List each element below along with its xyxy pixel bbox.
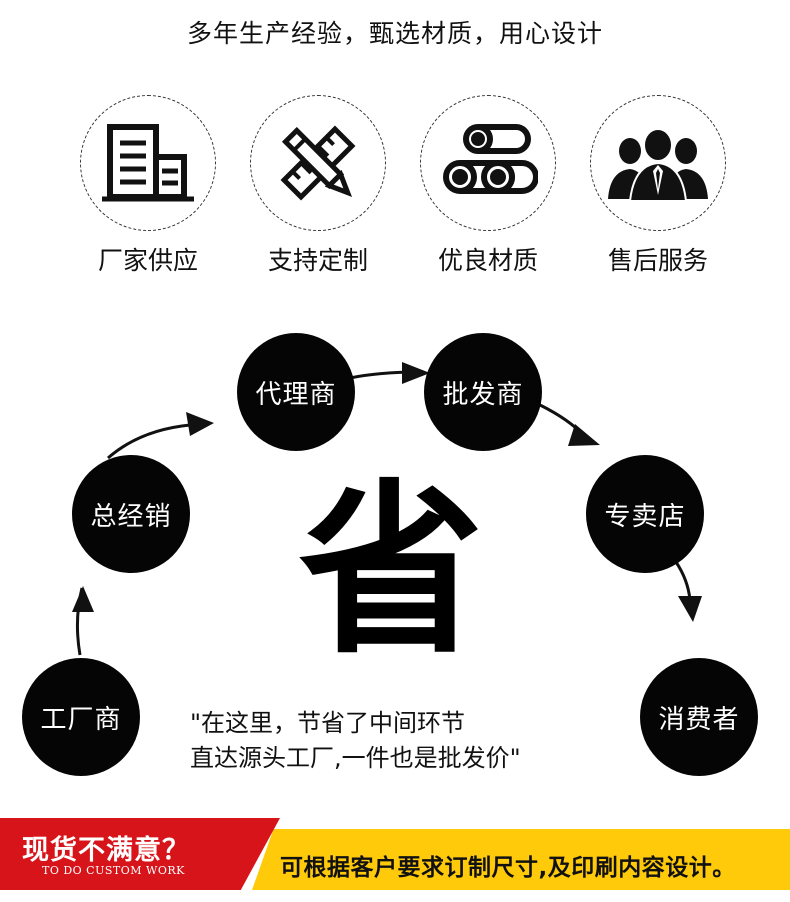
feature-factory-supply: 厂家供应 bbox=[70, 95, 230, 295]
banner-yellow-strip bbox=[252, 829, 790, 890]
quote-text: "在这里，节省了中间环节 直达源头工厂,一件也是批发价" bbox=[190, 706, 521, 776]
feature-customization: 支持定制 bbox=[240, 95, 400, 295]
feature-ring bbox=[250, 95, 386, 231]
pipe-rolls-icon bbox=[443, 124, 538, 194]
flow-node-distributor: 总经销 bbox=[72, 455, 190, 573]
feature-ring bbox=[590, 95, 726, 231]
banner-sub-text: TO DO CUSTOM WORK bbox=[42, 864, 185, 877]
custom-work-banner: 现货不满意？ TO DO CUSTOM WORK 可根据客户要求订制尺寸,及印刷… bbox=[0, 818, 790, 890]
arrow-head-2 bbox=[186, 412, 214, 436]
ruler-pencil-icon bbox=[280, 125, 356, 201]
feature-ring bbox=[420, 95, 556, 231]
flow-node-factory: 工厂商 bbox=[22, 658, 140, 776]
flow-node-store: 专卖店 bbox=[586, 455, 704, 573]
feature-quality-material: 优良材质 bbox=[410, 95, 570, 295]
quote-line-1: "在这里，节省了中间环节 bbox=[190, 709, 466, 737]
team-icon bbox=[608, 128, 708, 201]
banner-description: 可根据客户要求订制尺寸,及印刷内容设计。 bbox=[280, 855, 736, 881]
flow-node-wholesaler: 批发商 bbox=[424, 333, 542, 451]
arrow-head-1 bbox=[72, 586, 94, 612]
banner-red-block bbox=[0, 818, 280, 890]
flow-node-consumer: 消费者 bbox=[640, 658, 758, 776]
building-icon bbox=[102, 124, 194, 202]
save-character: 省 bbox=[298, 461, 484, 679]
feature-label: 售后服务 bbox=[607, 246, 708, 275]
arrow-head-5 bbox=[678, 596, 702, 622]
feature-label: 优良材质 bbox=[437, 246, 538, 275]
headline: 多年生产经验，甄选材质，用心设计 bbox=[186, 19, 603, 48]
flow-node-agent: 代理商 bbox=[237, 333, 355, 451]
feature-label: 支持定制 bbox=[267, 246, 368, 275]
quote-line-2: 直达源头工厂,一件也是批发价" bbox=[190, 744, 521, 772]
feature-ring bbox=[80, 95, 216, 231]
feature-after-sales: 售后服务 bbox=[580, 95, 740, 295]
banner-main-text: 现货不满意？ bbox=[22, 835, 190, 866]
arrow-head-3 bbox=[402, 362, 430, 384]
feature-label: 厂家供应 bbox=[97, 246, 198, 275]
arrow-head-4 bbox=[568, 424, 600, 446]
